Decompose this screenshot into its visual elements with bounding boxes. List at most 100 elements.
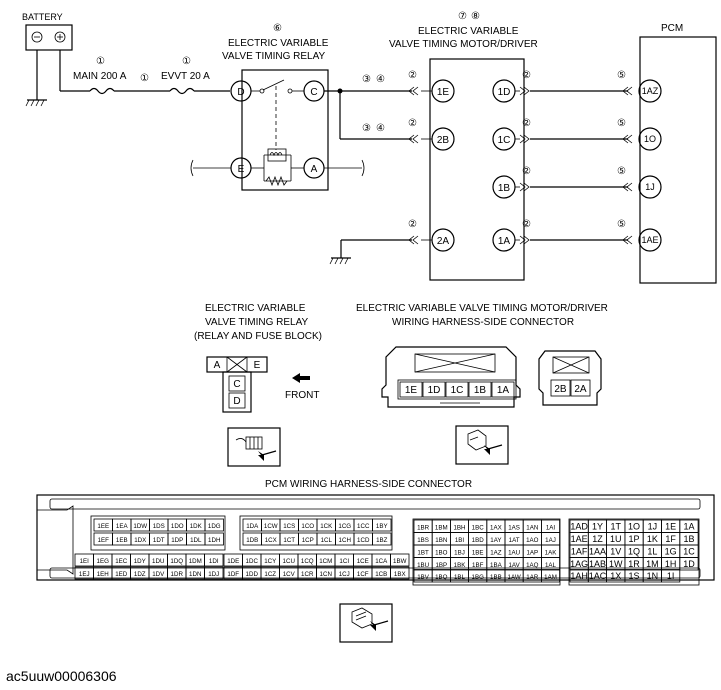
pcm-body bbox=[639, 36, 717, 284]
pcm-conn-pin-1bp: 1BP bbox=[435, 562, 447, 569]
pcm-conn-pin-1y: 1Y bbox=[592, 522, 603, 532]
motor-conn-pin-1b: 1B bbox=[474, 385, 487, 396]
pcm-conn-pin-1db: 1DB bbox=[246, 537, 258, 544]
pcm-conn-pin-1aa: 1AA bbox=[589, 547, 606, 557]
motor-conn2-pin-2b: 2B bbox=[554, 384, 567, 395]
pcm-conn-pin-1dh: 1DH bbox=[208, 537, 220, 544]
pcm-conn-pin-1dd: 1DD bbox=[246, 571, 259, 578]
pcm-conn-pin-1di: 1DI bbox=[209, 558, 219, 565]
pcm-conn-pin-1df: 1DF bbox=[227, 571, 239, 578]
battery-symbol bbox=[25, 24, 73, 51]
pcm-conn-pin-1at: 1AT bbox=[509, 537, 520, 544]
pcm-conn-pin-1bd: 1BD bbox=[472, 537, 485, 544]
pcm-conn-pin-1bj: 1BJ bbox=[454, 550, 465, 557]
pcm-conn-pin-1ei: 1EI bbox=[80, 558, 90, 565]
pcm-conn-pin-1u: 1U bbox=[610, 534, 622, 544]
pcm-conn-pin-1j: 1J bbox=[648, 522, 658, 532]
pcm-conn-pin-1bx: 1BX bbox=[394, 571, 406, 578]
relay-title-1: ELECTRIC VARIABLE bbox=[228, 38, 329, 49]
pcm-conn-pin-1ck: 1CK bbox=[320, 523, 333, 530]
pcm-conn-pin-1d: 1D bbox=[683, 559, 695, 569]
pcm-conn-pin-1bc: 1BC bbox=[472, 525, 485, 532]
pcm-conn-pin-1bf: 1BF bbox=[472, 562, 484, 569]
pcm-conn-pin-1br: 1BR bbox=[417, 525, 430, 532]
ref-2-left-2: ② bbox=[408, 219, 417, 230]
pcm-conn-pin-1dn: 1DN bbox=[189, 571, 201, 578]
pcm-conn-pin-1ej: 1EJ bbox=[79, 571, 90, 578]
motor-pin-2a: 2A bbox=[437, 236, 450, 247]
pcm-conn-pin-1z: 1Z bbox=[592, 534, 603, 544]
pcm-conn-pin-1ds: 1DS bbox=[153, 523, 165, 530]
pcm-conn-pin-1ah: 1AH bbox=[570, 571, 588, 581]
motor-driver-body bbox=[429, 58, 525, 281]
pcm-conn-pin-1dw: 1DW bbox=[133, 523, 147, 530]
pcm-conn-pin-1cl: 1CL bbox=[321, 537, 333, 544]
relay-title-2: VALVE TIMING RELAY bbox=[222, 51, 326, 62]
pcm-conn-pin-1bw: 1BW bbox=[393, 558, 407, 565]
pcm-conn-pin-1bz: 1BZ bbox=[376, 537, 388, 544]
ref-8: ⑧ bbox=[471, 11, 480, 22]
motor-plug-icon bbox=[455, 425, 509, 465]
pcm-conn-pin-1ad: 1AD bbox=[570, 522, 588, 532]
motor-conn-pin-1a: 1A bbox=[497, 385, 510, 396]
evvt-fuse-label: EVVT 20 A bbox=[161, 71, 210, 82]
pcm-conn-pin-1ar: 1AR bbox=[526, 574, 539, 581]
pcm-conn-pin-1bm: 1BM bbox=[435, 525, 448, 532]
pcm-conn-pin-1e: 1E bbox=[665, 522, 676, 532]
pcm-conn-pin-1au: 1AU bbox=[508, 550, 520, 557]
pcm-conn-pin-1eh: 1EH bbox=[97, 571, 109, 578]
pcm-conn-pin-1az: 1AZ bbox=[490, 550, 502, 557]
main-fuse-label: MAIN 200 A bbox=[73, 71, 127, 82]
pcm-conn-pin-1cd: 1CD bbox=[357, 537, 370, 544]
motor-pin-1e: 1E bbox=[437, 87, 450, 98]
main-fuse-icon bbox=[89, 87, 115, 95]
pcm-conn-pin-1g: 1G bbox=[665, 547, 677, 557]
ref-5-2: ⑤ bbox=[617, 166, 626, 177]
pcm-conn-pin-1dy: 1DY bbox=[134, 558, 146, 565]
pcm-conn-pin-1cq: 1CQ bbox=[301, 558, 314, 565]
relay-conn-pin-e: E bbox=[254, 360, 261, 371]
pcm-conn-pin-1cj: 1CJ bbox=[339, 571, 350, 578]
pcm-conn-pin-1de: 1DE bbox=[227, 558, 239, 565]
pcm-conn-pin-1s: 1S bbox=[629, 571, 640, 581]
pcm-conn-pin-1bl: 1BL bbox=[454, 574, 466, 581]
pcm-conn-pin-1bv: 1BV bbox=[417, 574, 430, 581]
ref-2-right-2: ② bbox=[522, 166, 531, 177]
relay-conn-title-2: VALVE TIMING RELAY bbox=[205, 317, 309, 328]
relay-conn-pin-c: C bbox=[233, 379, 240, 390]
ref-6: ⑥ bbox=[273, 23, 282, 34]
pcm-conn-pin-1dx: 1DX bbox=[134, 537, 146, 544]
pcm-pin-1az: 1AZ bbox=[642, 86, 659, 96]
pcm-conn-pin-1aw: 1AW bbox=[508, 574, 521, 581]
motor-conn-pin-1c: 1C bbox=[451, 385, 464, 396]
pcm-conn-pin-1ax: 1AX bbox=[490, 525, 502, 532]
motor-pin-1a: 1A bbox=[498, 236, 511, 247]
ref-5-0: ⑤ bbox=[617, 70, 626, 81]
motor-pin-left-1: 2B② bbox=[408, 118, 455, 151]
pcm-conn-pin-1dt: 1DT bbox=[153, 537, 165, 544]
pcm-conn-pin-1cg: 1CG bbox=[338, 523, 351, 530]
motor-conn-title-1: ELECTRIC VARIABLE VALVE TIMING MOTOR/DRI… bbox=[356, 303, 608, 314]
ref-4-a: ④ bbox=[376, 74, 385, 85]
ref-2-right-0: ② bbox=[522, 70, 531, 81]
pcm-conn-pin-1m: 1M bbox=[646, 559, 659, 569]
motor-pin-1d: 1D bbox=[498, 87, 511, 98]
battery-label: BATTERY bbox=[22, 12, 63, 22]
pcm-conn-pin-1by: 1BY bbox=[376, 523, 388, 530]
pcm-conn-pin-1bg: 1BG bbox=[472, 574, 485, 581]
pcm-conn-pin-1ca: 1CA bbox=[375, 558, 388, 565]
pcm-conn-pin-1eg: 1EG bbox=[97, 558, 110, 565]
pcm-conn-pin-1cp: 1CP bbox=[302, 537, 314, 544]
pcm-conn-pin-1ab: 1AB bbox=[589, 559, 606, 569]
pcm-conn-pin-1bt: 1BT bbox=[417, 550, 429, 557]
pcm-conn-pin-1l: 1L bbox=[647, 547, 657, 557]
pcm-conn-pin-1ce: 1CE bbox=[357, 558, 369, 565]
pcm-conn-pin-1an: 1AN bbox=[526, 525, 538, 532]
pcm-conn-pin-1cx: 1CX bbox=[265, 537, 277, 544]
ref-4-b: ④ bbox=[376, 123, 385, 134]
